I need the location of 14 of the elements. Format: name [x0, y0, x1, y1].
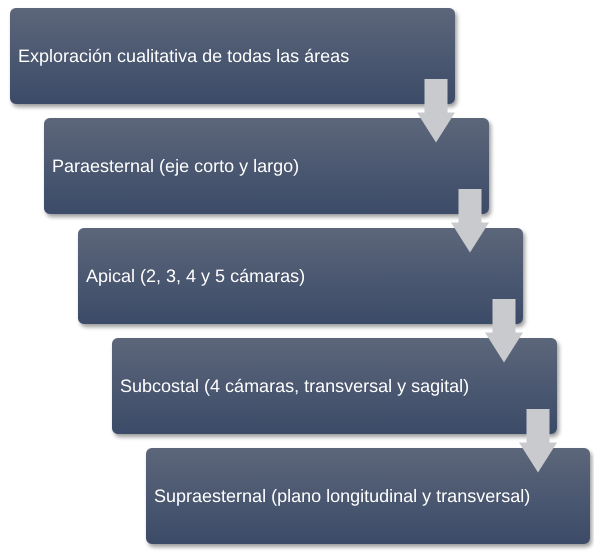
- box-label: Subcostal (4 cámaras, transversal y sagital): [120, 374, 470, 398]
- process-box: [44, 118, 489, 214]
- process-box: [112, 338, 557, 434]
- box-label: Exploración cualitativa de todas las áreas: [18, 44, 350, 68]
- box-label: Supraesternal (plano longitudinal y transversal): [154, 484, 532, 508]
- process-box: [146, 448, 590, 544]
- down-arrow: [485, 299, 523, 362]
- process-box: [78, 228, 523, 324]
- down-arrow: [519, 409, 557, 472]
- down-arrow: [451, 189, 489, 252]
- process-box: [10, 8, 455, 104]
- box-label: Paraesternal (eje corto y largo): [52, 154, 300, 178]
- box-label: Apical (2, 3, 4 y 5 cámaras): [86, 264, 306, 288]
- down-arrow: [417, 79, 455, 142]
